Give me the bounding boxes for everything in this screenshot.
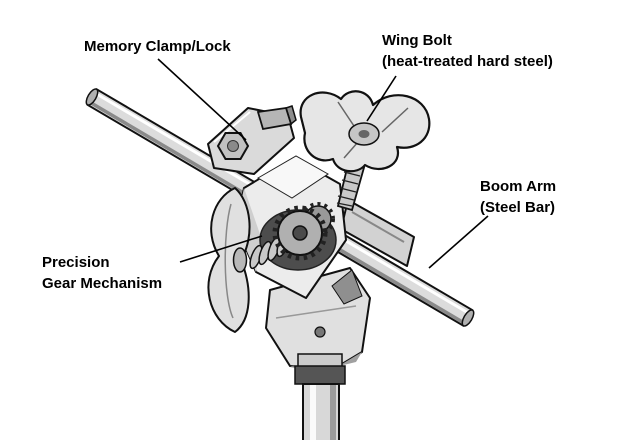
leader-gear-mechanism [179,235,263,263]
leader-memory-clamp [157,58,247,141]
label-boom-arm: Boom Arm (Steel Bar) [480,176,556,218]
leader-boom-arm [428,215,489,269]
leader-wing-bolt [366,75,397,122]
side-wing-knob [207,187,251,333]
label-memory-clamp: Memory Clamp/Lock [84,36,231,57]
label-gear-mechanism-line1: Precision [42,254,110,271]
label-boom-arm-line1: Boom Arm [480,178,557,195]
label-wing-bolt-line2: (heat-treated hard steel) [382,53,553,70]
support-pole [294,353,346,440]
label-memory-clamp-line1: Memory Clamp/Lock [84,38,231,55]
wing-bolt-knob [299,90,431,173]
label-gear-mechanism-line2: Gear Mechanism [42,275,163,292]
label-gear-mechanism: Precision Gear Mechanism [42,252,162,294]
precision-gear [272,202,335,261]
pivot-yoke [265,267,371,374]
label-wing-bolt-line1: Wing Bolt [382,32,452,49]
label-boom-arm-line2: (Steel Bar) [480,199,556,216]
label-wing-bolt: Wing Bolt (heat-treated hard steel) [382,30,553,72]
memory-clamp-bracket [207,105,297,175]
